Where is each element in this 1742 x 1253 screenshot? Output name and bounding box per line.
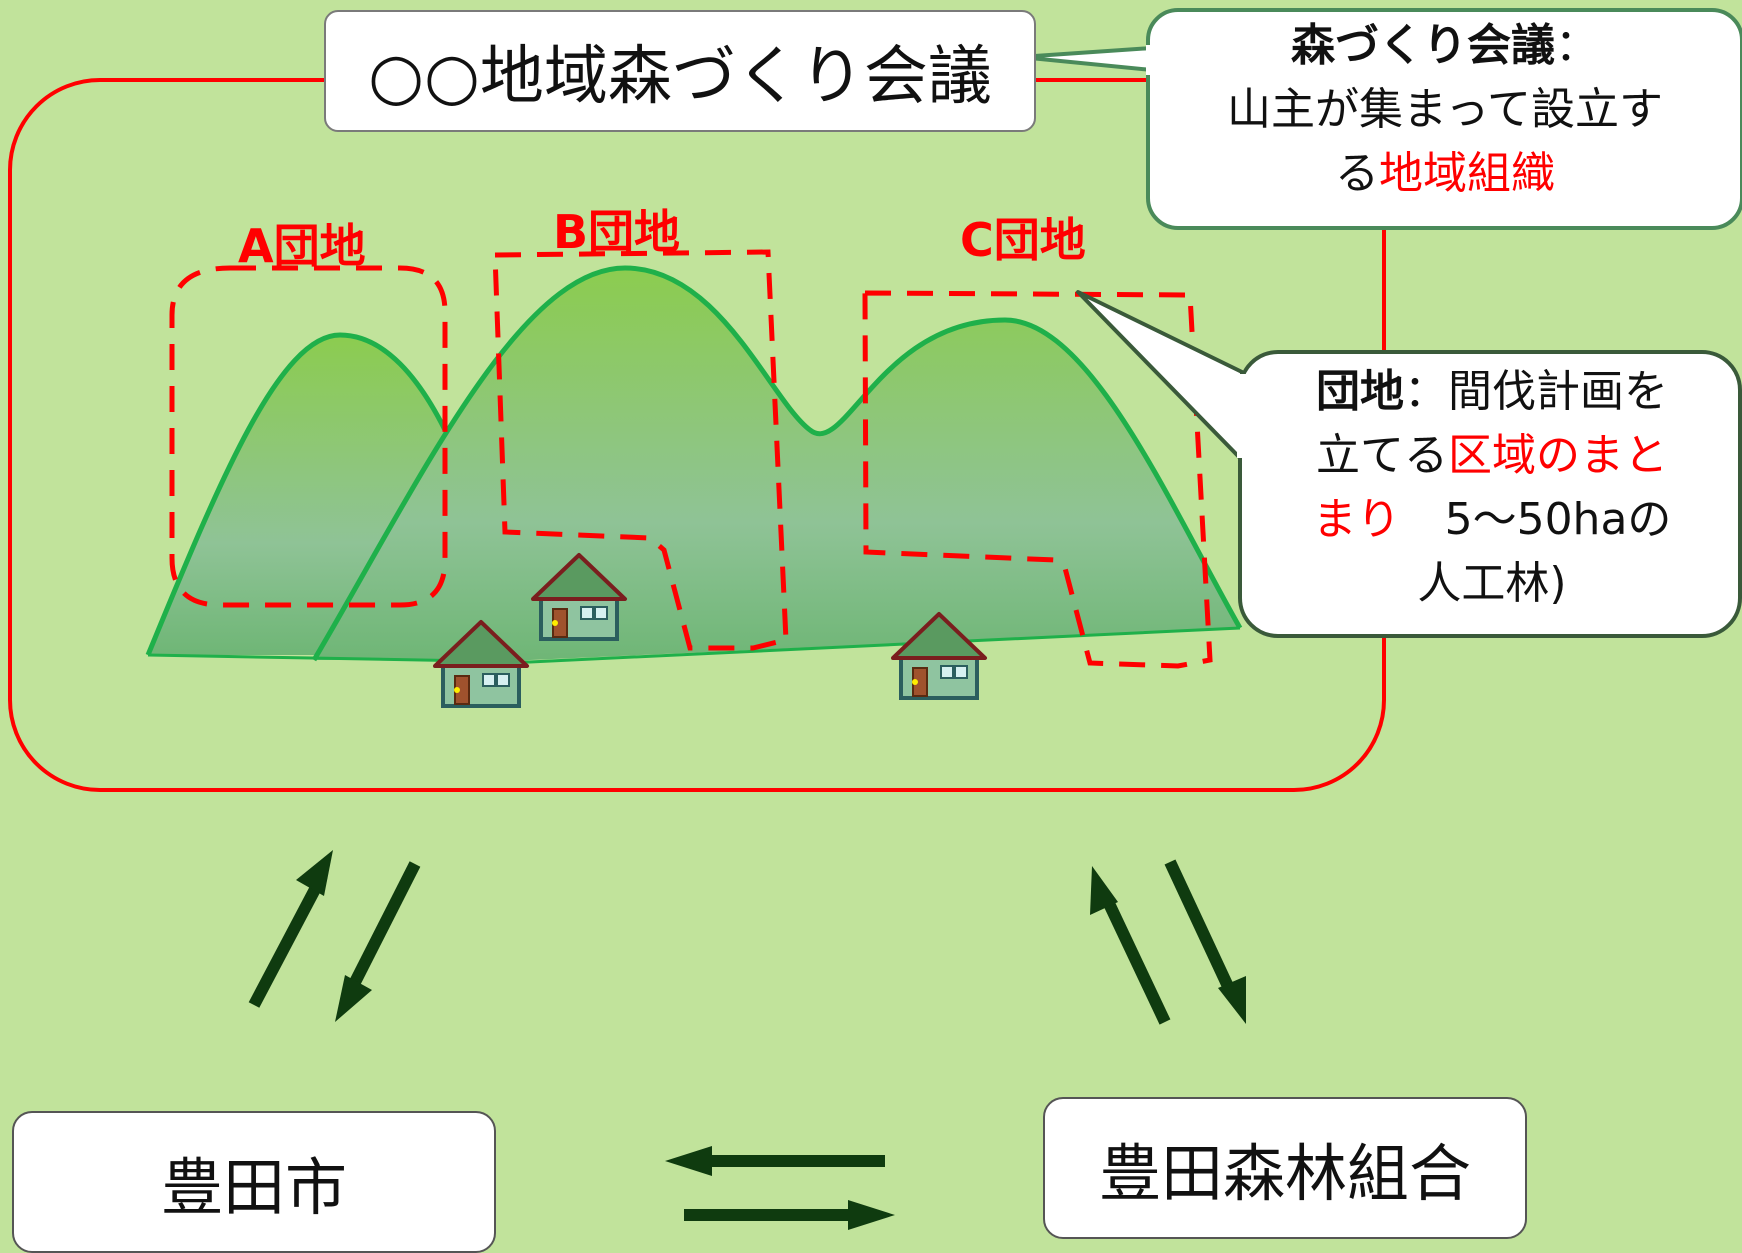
arrow-council-to-city [341, 861, 421, 1001]
area-callout-line1: 間伐計画を [1448, 366, 1668, 417]
house-icon [433, 620, 529, 708]
area-callout-highlight1: 区域のまと [1448, 430, 1668, 481]
council-callout-line2: る [1335, 148, 1379, 199]
council-callout: 森づくり会議： 山主が集まって設立す る地域組織 [1150, 14, 1740, 206]
area-callout-line4: 人工林) [1417, 558, 1567, 609]
area-b-label: B団地 [553, 205, 681, 259]
council-title: ○○地域森づくり会議 [324, 10, 1036, 132]
area-b-boundary [492, 249, 789, 651]
arrow-head-icon [335, 975, 372, 1022]
council-callout-highlight: 地域組織 [1379, 148, 1555, 199]
council-callout-box [1146, 8, 1742, 230]
arrow-council-to-coop [1164, 859, 1238, 998]
mountain-ridge-left [145, 332, 448, 656]
cooperative-box: 豊田森林組合 [1043, 1097, 1527, 1239]
arrow-head-icon [665, 1146, 712, 1176]
mountain-base [147, 626, 1241, 664]
arrow-head-icon [848, 1200, 895, 1230]
arrow-city-to-council [248, 873, 328, 1008]
house-icon [891, 612, 987, 700]
area-callout-term: 団地 [1316, 366, 1404, 417]
house-icon [531, 553, 627, 641]
area-callout: 団地：間伐計画を 立てる区域のまと まり 5～50haの 人工林) [1254, 360, 1730, 616]
area-callout-highlight2: まり [1312, 494, 1401, 545]
mountain-ridge-right [311, 265, 1243, 662]
area-callout-line3: 5～50haの [1400, 494, 1672, 545]
area-a-boundary [169, 265, 448, 608]
arrow-coop-to-council [1099, 892, 1171, 1025]
council-callout-sep: ： [1555, 20, 1599, 71]
area-c-boundary [862, 290, 1213, 669]
city-box: 豊田市 [12, 1111, 496, 1253]
callout-pointer-cover-2 [1237, 374, 1247, 458]
area-callout-line2: 立てる [1316, 430, 1448, 481]
area-c-label: C団地 [960, 213, 1086, 267]
area-callout-sep: ： [1404, 366, 1448, 417]
arrow-head-icon [1090, 866, 1118, 915]
council-callout-line1: 山主が集まって設立す [1226, 84, 1664, 135]
callout-pointer-cover [1146, 45, 1156, 75]
area-a-label: A団地 [238, 219, 366, 273]
arrow-head-icon [1218, 976, 1246, 1024]
council-callout-term: 森づくり会議 [1291, 20, 1555, 71]
council-callout-pointer [1018, 46, 1154, 72]
arrow-head-icon [296, 850, 333, 896]
area-callout-box [1238, 350, 1742, 638]
